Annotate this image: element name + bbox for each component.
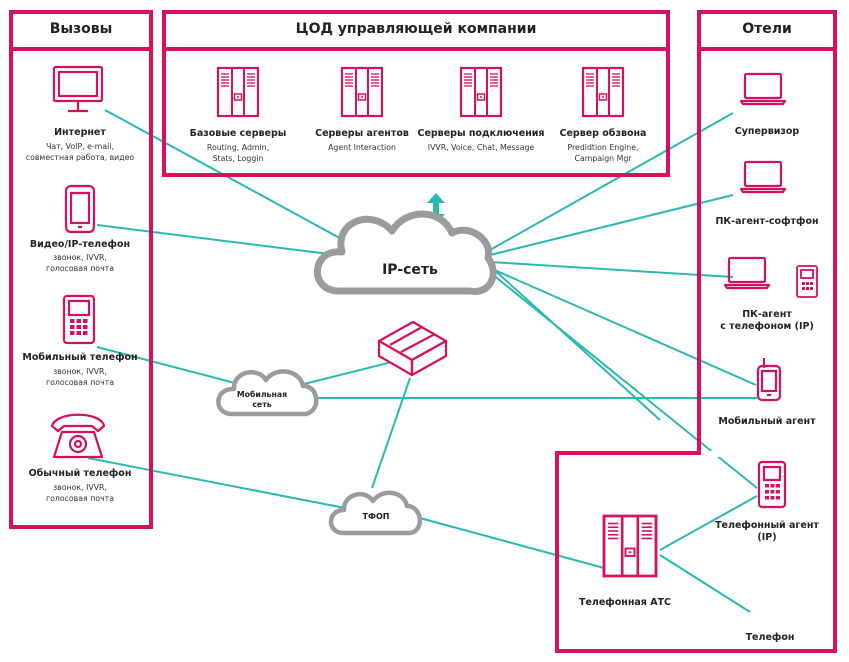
ip-network-label: IP-сеть bbox=[382, 262, 438, 278]
internet-desc-2: совместная работа, видео bbox=[25, 153, 135, 162]
pstn-label: ТФОП bbox=[362, 512, 390, 521]
smartphone-icon bbox=[64, 184, 96, 234]
datacenter-frame bbox=[162, 10, 670, 177]
mobile-phone-icon bbox=[62, 294, 96, 345]
laptop-icon bbox=[723, 256, 771, 290]
pstn-cloud-shape bbox=[328, 490, 422, 536]
datacenter-header: ЦОД управляющей компании bbox=[295, 21, 537, 37]
pc-agent-ip-phone-label: ПК-агент с телефоном (IP) bbox=[720, 309, 814, 333]
agent-servers-desc-1: Agent Interaction bbox=[328, 143, 396, 152]
landline-title: Обычный телефон bbox=[28, 468, 132, 479]
pbx-label: Телефонная АТС bbox=[578, 597, 672, 608]
calls-header: Вызовы bbox=[49, 21, 113, 37]
server-icon bbox=[216, 66, 260, 118]
laptop-icon bbox=[739, 72, 787, 106]
telephone-label: Телефон bbox=[745, 632, 795, 643]
mobile-cloud-shape bbox=[216, 369, 319, 417]
video-ip-phone-desc-1: звонок, IVVR, bbox=[53, 253, 107, 262]
internet-desc-1: Чат, VoIP, e-mail, bbox=[46, 142, 114, 151]
pc-softphone-label: ПК-агент-софтфон bbox=[715, 216, 819, 227]
small-ip-phone-icon bbox=[796, 265, 818, 298]
hotels-lower-frame bbox=[555, 451, 837, 653]
landline-desc-2: голосовая почта bbox=[45, 494, 114, 503]
dialer-server-desc-1: Predidtion Engine, bbox=[567, 143, 639, 152]
agent-servers-title: Серверы агентов bbox=[315, 128, 409, 139]
server-icon bbox=[459, 66, 503, 118]
ip-cloud-shape bbox=[313, 210, 497, 295]
dialer-server-desc-2: Campaign Mgr bbox=[574, 154, 632, 163]
mobile-network-label: Мобильная сеть bbox=[236, 390, 288, 409]
hotels-header: Отели bbox=[742, 21, 792, 37]
monitor-icon bbox=[52, 65, 104, 113]
video-ip-phone-desc-2: голосовая почта bbox=[45, 264, 114, 273]
desk-telephone-icon bbox=[50, 413, 106, 459]
ip-phone-icon bbox=[757, 460, 787, 509]
base-servers-title: Базовые серверы bbox=[189, 128, 287, 139]
landline-desc-1: звонок, IVVR, bbox=[53, 483, 107, 492]
laptop-icon bbox=[739, 160, 787, 194]
internet-title: Интернет bbox=[54, 127, 106, 138]
ip-phone-agent-label: Телефонный агент (IP) bbox=[715, 520, 819, 544]
dialer-server-title: Сервер обзвона bbox=[559, 128, 647, 139]
mobile-phone-title: Мобильный телефон bbox=[22, 352, 138, 363]
base-servers-desc-1: Routing, Admin, bbox=[206, 143, 270, 152]
mobile-phone-desc-2: голосовая почта bbox=[45, 378, 114, 387]
supervisor-label: Супервизор bbox=[734, 126, 800, 137]
connection-servers-desc-1: IVVR, Voice, Chat, Message bbox=[427, 143, 535, 152]
base-servers-desc-2: Stats, Loggin bbox=[212, 154, 264, 163]
connection-servers-title: Серверы подключения bbox=[417, 128, 545, 139]
calls-frame bbox=[9, 10, 153, 529]
video-ip-phone-title: Видео/IP-телефон bbox=[29, 239, 131, 250]
mobile-agent-label: Мобильный агент bbox=[718, 416, 816, 427]
server-icon bbox=[340, 66, 384, 118]
server-icon bbox=[581, 66, 625, 118]
mobile-phone-desc-1: звонок, IVVR, bbox=[53, 367, 107, 376]
mobile-agent-icon bbox=[756, 358, 782, 402]
hotels-frame bbox=[697, 10, 837, 455]
router-icon bbox=[377, 320, 448, 377]
